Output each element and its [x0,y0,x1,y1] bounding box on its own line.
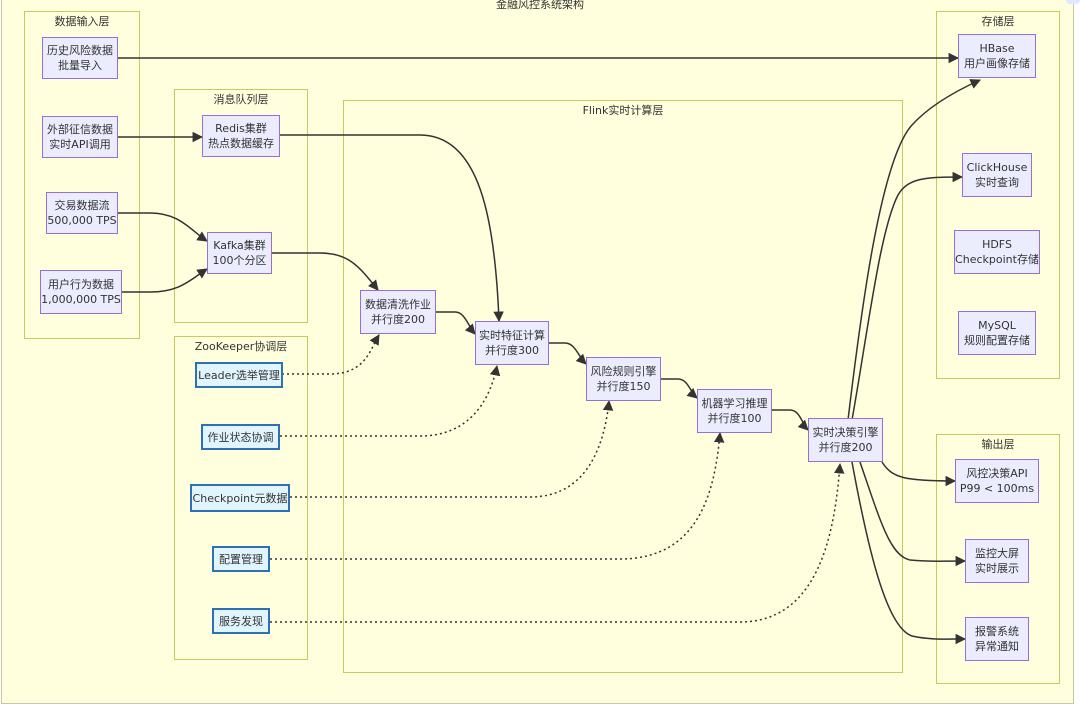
node-decision-engine: 实时决策引擎 并行度200 [808,418,883,462]
node-clickhouse: ClickHouse 实时查询 [962,153,1032,197]
edge-rule-ml [661,378,698,399]
edge-ml-decision [772,409,809,431]
node-feature-computation: 实时特征计算 并行度300 [475,321,549,365]
node-leader-election: Leader选举管理 [195,362,283,388]
node-service-discovery: 服务发现 [212,608,270,634]
node-hist-risk-data: 历史风险数据 批量导入 [42,37,118,79]
cluster-storage-title: 存储层 [981,15,1015,28]
node-trade-stream: 交易数据流 500,000 TPS [46,192,118,234]
edge-jobstate-feature [280,364,501,437]
edge-decision-screen [859,461,967,567]
node-risk-rule-engine: 风险规则引擎 并行度150 [586,357,661,401]
node-ml-inference: 机器学习推理 并行度100 [697,389,772,433]
edge-leader-clean [282,334,380,375]
edge-config-ml [270,431,725,560]
node-user-behavior-data: 用户行为数据 1,000,000 TPS [40,270,122,314]
node-checkpoint-metadata: Checkpoint元数据 [190,484,290,512]
edge-redis-feature [280,134,504,323]
edge-clean-feature [436,311,476,335]
edge-behavior-kafka [122,268,208,293]
node-hdfs: HDFS Checkpoint存储 [954,230,1040,274]
cluster-zookeeper-title: ZooKeeper协调层 [194,340,288,353]
edge-kafka-clean [272,252,379,291]
node-monitoring-screen: 监控大屏 实时展示 [965,539,1029,583]
node-external-credit-data: 外部征信数据 实时API调用 [42,116,118,158]
node-config-management: 配置管理 [212,546,270,572]
node-data-cleaning-job: 数据清洗作业 并行度200 [360,290,436,334]
edge-ckmeta-rule [290,399,614,498]
node-redis-cluster: Redis集群 热点数据缓存 [202,115,280,157]
cluster-flink-title: Flink实时计算层 [582,104,664,117]
node-kafka-cluster: Kafka集群 100个分区 [207,232,272,274]
edge-decision-api [881,461,957,487]
edge-discovery-decision [270,462,845,623]
node-risk-decision-api: 风控决策API P99 < 100ms [955,459,1039,503]
edge-decision-hbase [847,79,981,421]
edge-decision-clickhouse [851,171,964,421]
diagram-title: 金融风控系统架构 [496,0,584,11]
cluster-message-queue-title: 消息队列层 [213,93,269,106]
edge-feature-rule [549,342,587,365]
node-mysql: MySQL 规则配置存储 [958,311,1036,355]
node-job-state-coordination: 作业状态协调 [201,424,280,450]
cluster-output-title: 输出层 [981,438,1015,451]
node-alert-system: 报警系统 异常通知 [965,617,1029,661]
node-hbase: HBase 用户画像存储 [958,34,1036,78]
cluster-data-input-title: 数据输入层 [54,15,110,28]
scroll-corner-indicator [1066,0,1080,4]
edge-trade-kafka [118,212,208,242]
edge-decision-alert [851,461,967,645]
